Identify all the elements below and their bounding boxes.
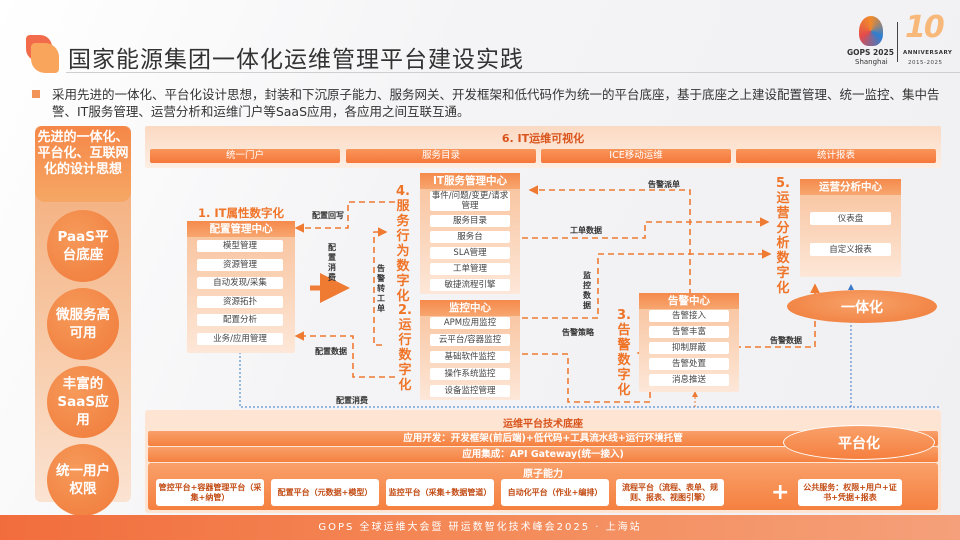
label-alert-dispatch: 告警派单 [648,180,680,189]
monitor-item-cloud[interactable]: 云平台/容器监控 [430,334,510,346]
plus-icon: + [771,480,790,505]
app-integration-row: 应用集成：API Gateway(统一接入) [148,447,938,462]
section-service-behavior-digitization: 4.服务行为数字化 [396,184,410,304]
principle-saas: 丰富的SaaS应用 [47,366,119,438]
bullet-icon [32,90,40,98]
section-ops-analysis-digitization: 5.运营分析数字化 [776,176,790,296]
logo-city: Shanghai [855,58,888,66]
alert-item-suppress[interactable]: 抑制屏蔽 [649,342,729,354]
integration-ellipse: 一体化 [787,290,937,323]
title-mark-icon [26,35,60,73]
viz-tab-reports[interactable]: 统计报表 [736,149,936,163]
footer: GOPS 全球运维大会暨 研运数智化技术峰会2025 · 上海站 [0,515,960,540]
label-config-writeback: 配置回写 [312,211,344,220]
logo-event: GOPS 2025 [847,48,894,57]
label-monitor-data: 监控数据 [583,271,591,310]
atomic-monitor-platform[interactable]: 监控平台（采集+数据管道） [386,479,494,506]
label-config-data: 配置数据 [315,347,347,356]
viz-tab-portal[interactable]: 统一门户 [150,149,340,163]
ops-item-custom-report[interactable]: 自定义报表 [810,243,891,256]
itsm-item-service-desk[interactable]: 服务台 [430,231,510,243]
logo-divider [897,22,898,62]
gops-logo: GOPS 2025 Shanghai 10 ANNIVERSARY 2015-2… [845,10,955,72]
atomic-automation-platform[interactable]: 自动化平台（作业+编排） [501,479,609,506]
monitor-item-os[interactable]: 操作系统监控 [430,368,510,380]
logo-years: 2015-2025 [908,60,943,66]
alert-item-ingest[interactable]: 告警接入 [649,310,729,322]
visualization-title: 6. IT运维可视化 [501,132,585,145]
itsm-center-title: IT服务管理中心 [420,173,520,189]
title-divider [66,72,960,73]
label-config-consume-vertical: 配置消费 [328,243,336,282]
config-item-topology[interactable]: 资源拓扑 [197,296,283,308]
config-item-analysis[interactable]: 配置分析 [197,314,283,326]
itsm-item-workflow-engine[interactable]: 敏捷流程引擎 [430,279,510,291]
atomic-public-services[interactable]: 公共服务：权限+用户+证书+凭据+报表 [798,479,902,506]
logo-anniversary-number: 10 [905,10,945,45]
principle-paas: PaaS平台底座 [47,210,119,282]
page-title: 国家能源集团一体化运维管理平台建设实践 [68,47,524,73]
foundation-title: 运维平台技术底座 [503,419,583,430]
alert-center: 告警中心 告警接入 告警丰富 抑制屏蔽 告警处置 消息推送 [639,293,739,392]
viz-tab-service-catalog[interactable]: 服务目录 [346,149,536,163]
alert-item-handle[interactable]: 告警处置 [649,358,729,370]
atomic-control-container[interactable]: 管控平台+容器管理平台（采集+纳管） [156,479,264,506]
label-config-consume: 配置消费 [336,396,368,405]
alert-item-notify[interactable]: 消息推送 [649,374,729,386]
ops-center-title: 运营分析中心 [800,179,901,195]
config-management-center: 配置管理中心 模型管理 资源管理 自动发现/采集 资源拓扑 配置分析 业务/应用… [187,221,295,353]
label-alert-to-ticket: 告警转工单 [377,264,385,313]
design-principles-header: 先进的一体化、平台化、互联网化的设计思想 [35,126,131,202]
monitoring-center: 监控中心 APM应用监控 云平台/容器监控 基础软件监控 操作系统监控 设备监控… [420,300,520,400]
itsm-item-catalog[interactable]: 服务目录 [430,215,510,227]
monitor-item-software[interactable]: 基础软件监控 [430,351,510,363]
alert-item-enrich[interactable]: 告警丰富 [649,326,729,338]
atomic-config-platform[interactable]: 配置平台（元数据+模型） [271,479,379,506]
alert-center-title: 告警中心 [639,293,739,309]
principle-microservice: 微服务高可用 [47,288,119,360]
config-item-business-app[interactable]: 业务/应用管理 [197,333,283,345]
logo-anniversary-label: ANNIVERSARY [903,50,953,56]
ops-platform-foundation: 运维平台技术底座 应用开发：开发框架(前后端)+低代码+工具流水线+运行环境托管… [145,410,941,513]
atomic-capabilities: 原子能力 管控平台+容器管理平台（采集+纳管） 配置平台（元数据+模型） 监控平… [148,463,938,510]
section-alert-digitization: 3.告警数字化 [617,308,631,398]
config-center-title: 配置管理中心 [187,221,295,237]
config-item-discovery[interactable]: 自动发现/采集 [197,277,283,289]
app-development-row: 应用开发：开发框架(前后端)+低代码+工具流水线+运行环境托管 [148,431,938,446]
it-service-management-center: IT服务管理中心 事件/问题/变更/请求管理 服务目录 服务台 SLA管理 工单… [420,173,520,294]
section-it-attribute-digitization: 1. IT属性数字化 [198,206,284,220]
principle-user-permission: 统一用户权限 [47,444,119,516]
monitor-item-device[interactable]: 设备监控管理 [430,385,510,397]
config-item-model[interactable]: 模型管理 [197,240,283,252]
viz-tab-mobile-ops[interactable]: ICE移动运维 [541,149,731,163]
itsm-item-incident[interactable]: 事件/问题/变更/请求管理 [430,191,510,211]
ops-item-dashboard[interactable]: 仪表盘 [810,212,891,225]
label-alert-data: 告警数据 [770,336,802,345]
ops-analysis-center: 运营分析中心 仪表盘 自定义报表 [800,179,901,277]
gops-flame-icon [859,16,883,46]
config-item-resource[interactable]: 资源管理 [197,259,283,271]
label-ticket-data: 工单数据 [570,226,602,235]
itsm-item-ticket[interactable]: 工单管理 [430,263,510,275]
platform-ellipse: 平台化 [783,425,935,460]
label-alert-policy: 告警策略 [562,328,594,337]
description-text: 采用先进的一体化、平台化设计思想，封装和下沉原子能力、服务网关、开发框架和低代码… [52,87,940,119]
section-operation-digitization: 2.运行数字化 [398,303,412,393]
atomic-title: 原子能力 [523,469,563,480]
it-ops-visualization-bar: 6. IT运维可视化 统一门户 服务目录 ICE移动运维 统计报表 [145,126,941,168]
atomic-workflow-platform[interactable]: 流程平台（流程、表单、规则、报表、视图引擎） [616,479,724,506]
monitor-center-title: 监控中心 [420,300,520,316]
design-principles-column: 先进的一体化、平台化、互联网化的设计思想 PaaS平台底座 微服务高可用 丰富的… [35,126,131,516]
itsm-item-sla[interactable]: SLA管理 [430,247,510,259]
monitor-item-apm[interactable]: APM应用监控 [430,317,510,329]
